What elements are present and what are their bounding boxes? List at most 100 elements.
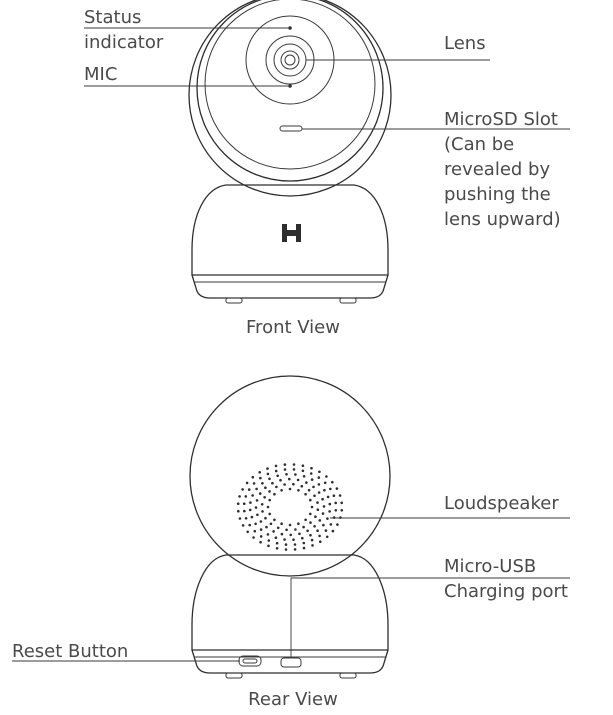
- speaker-hole: [280, 532, 284, 536]
- speaker-hole: [241, 524, 245, 527]
- speaker-hole: [340, 501, 344, 505]
- speaker-hole: [284, 543, 288, 546]
- speaker-hole: [266, 472, 270, 476]
- speaker-hole: [289, 533, 293, 537]
- speaker-hole: [272, 530, 275, 533]
- speaker-hole: [309, 512, 312, 516]
- speaker-hole: [285, 473, 288, 476]
- speaker-hole: [266, 505, 270, 509]
- speaker-hole: [259, 540, 262, 544]
- speaker-hole: [293, 543, 297, 546]
- speaker-hole: [254, 522, 257, 526]
- speaker-hole: [245, 481, 249, 485]
- speaker-hole: [283, 538, 286, 541]
- speaker-hole: [329, 523, 333, 526]
- speaker-hole: [268, 512, 272, 516]
- speaker-hole: [250, 515, 254, 519]
- speaker-hole: [261, 510, 264, 513]
- speaker-hole: [276, 526, 280, 530]
- speaker-hole: [252, 536, 255, 539]
- speaker-hole: [302, 475, 306, 478]
- speaker-hole: [318, 470, 321, 474]
- speaker-hole: [237, 509, 240, 513]
- speaker-hole: [301, 469, 305, 473]
- speaker-hole: [255, 487, 258, 491]
- speaker-hole: [273, 518, 276, 522]
- microsd-slot-label: MicroSD Slot (Can be revealed by pushing…: [444, 109, 564, 230]
- speaker-hole: [307, 488, 311, 492]
- speaker-hole: [259, 528, 263, 531]
- front-base: [191, 184, 389, 304]
- speaker-hole: [258, 492, 262, 495]
- speaker-hole: [321, 497, 324, 501]
- speaker-hole: [260, 503, 264, 506]
- speaker-hole: [317, 483, 321, 486]
- speaker-hole: [261, 482, 264, 485]
- speaker-hole: [264, 516, 267, 520]
- speaker-hole: [322, 523, 325, 527]
- speaker-hole: [247, 488, 251, 491]
- speaker-hole: [292, 482, 295, 486]
- speaker-hole: [316, 529, 319, 532]
- speaker-hole: [248, 508, 252, 512]
- speaker-hole: [310, 466, 313, 470]
- speaker-hole: [288, 487, 292, 491]
- speaker-hole: [256, 513, 259, 517]
- speaker-hole: [301, 464, 305, 468]
- speaker-hole: [292, 463, 296, 466]
- speaker-hole: [304, 518, 307, 522]
- speaker-hole: [251, 494, 254, 497]
- speaker-hole: [293, 548, 297, 551]
- speaker-hole: [244, 517, 248, 520]
- speaker-hole: [259, 520, 263, 523]
- speaker-hole: [259, 535, 263, 538]
- speaker-hole: [274, 464, 278, 468]
- speaker-hole: [267, 539, 271, 542]
- front-view: Status indicator MIC Lens MicroSD Slot (…: [84, 0, 570, 338]
- speaker-hole: [332, 494, 336, 498]
- reset-button-label: Reset Button: [12, 641, 128, 662]
- rear-base: [191, 554, 389, 679]
- speaker-hole: [269, 522, 273, 526]
- speaker-hole: [318, 534, 321, 538]
- speaker-hole: [316, 501, 319, 504]
- rear-view: Loudspeaker Micro-USB Charging port Rese…: [12, 375, 570, 710]
- micro-usb-port: [280, 657, 302, 668]
- speaker-hole: [298, 532, 301, 536]
- speaker-hole: [253, 529, 257, 533]
- speaker-hole: [280, 489, 283, 492]
- speaker-hole: [263, 496, 266, 499]
- speaker-hole: [340, 509, 344, 512]
- speaker-hole: [236, 502, 240, 506]
- speaker-hole: [284, 548, 288, 551]
- speaker-hole: [297, 489, 300, 492]
- speaker-hole: [288, 477, 291, 481]
- status-indicator-dot: [288, 26, 292, 30]
- rear-view-caption: Rear View: [248, 689, 338, 710]
- speaker-hole: [294, 473, 297, 476]
- speaker-hole: [309, 472, 313, 475]
- speaker-hole: [244, 495, 248, 498]
- speaker-hole: [280, 522, 283, 525]
- speaker-hole: [306, 529, 309, 533]
- speaker-hole: [292, 538, 295, 541]
- speaker-hole: [324, 529, 328, 532]
- micro-usb-leader: [290, 577, 570, 658]
- speaker-hole: [318, 519, 322, 522]
- speaker-hole: [331, 480, 334, 484]
- speaker-hole: [322, 505, 326, 508]
- speaker-hole: [252, 482, 256, 485]
- front-view-caption: Front View: [246, 317, 340, 338]
- speaker-hole: [317, 476, 321, 479]
- speaker-hole: [328, 502, 332, 506]
- speaker-hole: [319, 540, 322, 543]
- speaker-hole: [254, 506, 258, 509]
- speaker-hole: [242, 502, 246, 506]
- micro-usb-label: Micro-USB Charging port: [444, 556, 568, 602]
- speaker-hole: [317, 491, 321, 494]
- speaker-hole: [325, 535, 329, 539]
- speaker-hole: [285, 528, 288, 532]
- speaker-hole: [268, 498, 272, 502]
- speaker-hole: [321, 512, 325, 515]
- speaker-hole: [275, 541, 279, 545]
